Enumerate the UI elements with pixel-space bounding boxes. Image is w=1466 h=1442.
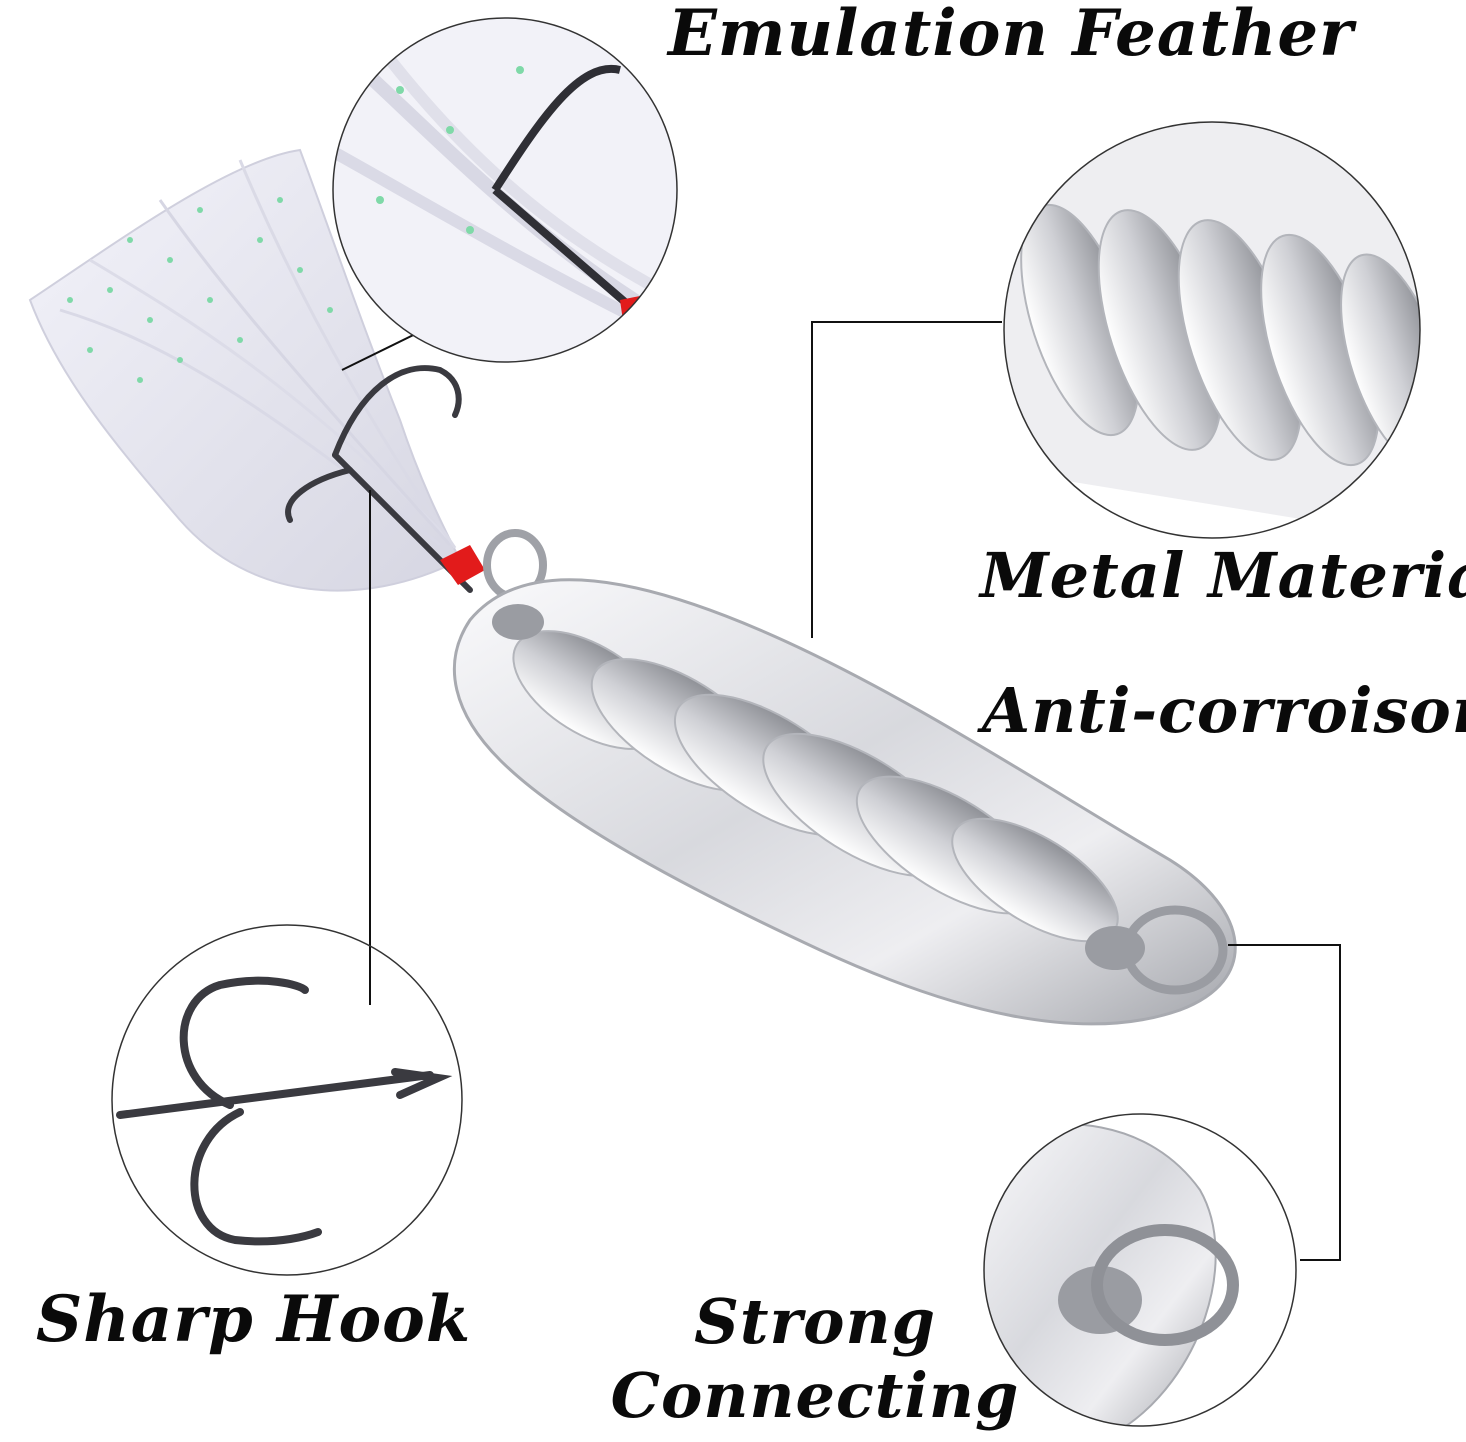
- sharp-hook-label: Sharp Hook: [36, 1282, 472, 1357]
- rear-split-ring: [1122, 905, 1228, 995]
- zoom-circle-ring: [983, 1113, 1297, 1427]
- strong-ring-line1: Strong: [694, 1285, 936, 1358]
- strong-connecting-ring-label: Strong Connecting Ring: [535, 1285, 1095, 1442]
- zoom-circle-feather: [332, 17, 678, 363]
- feather-tail: [28, 148, 462, 592]
- zoom-circle-hook: [111, 924, 463, 1276]
- strong-ring-line2: Connecting Ring: [610, 1359, 1020, 1442]
- anti-corrosion-label: Anti-corroison: [982, 674, 1466, 747]
- red-thread: [440, 545, 485, 585]
- zoom-circle-metal: [1003, 121, 1421, 539]
- callout-lines: [341, 317, 1341, 1261]
- metal-material-label: Metal Material: [980, 539, 1466, 612]
- emulation-feather-label: Emulation Feather: [668, 0, 1354, 71]
- feather-sparkles: [67, 197, 333, 383]
- metal-spoon: [452, 578, 1237, 1026]
